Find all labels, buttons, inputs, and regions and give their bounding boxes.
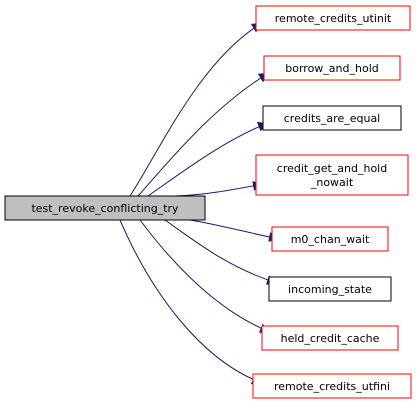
callee-node-label: credit_get_and_hold <box>277 162 387 175</box>
callee-node-label: incoming_state <box>288 283 372 296</box>
callee-node[interactable]: held_credit_cache <box>261 325 399 351</box>
callee-node-box <box>271 226 389 252</box>
callee-node-box <box>262 105 402 131</box>
callee-node[interactable]: borrow_and_hold <box>263 55 401 81</box>
call-edge <box>147 122 269 197</box>
callee-node-box <box>268 276 392 302</box>
callee-node-label: credits_are_equal <box>284 112 381 125</box>
callee-node[interactable]: remote_credits_utfini <box>252 373 412 399</box>
root-node[interactable]: test_revoke_conflicting_try <box>4 195 206 221</box>
callee-node-label: m0_chan_wait <box>291 233 370 246</box>
callee-node[interactable]: remote_credits_utinit <box>255 5 411 31</box>
callee-node-box <box>255 154 409 196</box>
call-edge <box>139 219 271 333</box>
call-edge <box>129 22 263 197</box>
callee-node-label: borrow_and_hold <box>285 62 378 75</box>
callee-node-label: _nowait <box>310 176 354 189</box>
call-edge <box>137 72 270 197</box>
callee-node-label: remote_credits_utinit <box>275 12 392 25</box>
callee-node-label: held_credit_cache <box>281 332 380 345</box>
call-edge <box>164 219 278 285</box>
call-edges <box>119 22 280 385</box>
callee-node-box <box>263 55 401 81</box>
callee-node-label: remote_credits_utfini <box>274 380 390 393</box>
root-node-label: test_revoke_conflicting_try <box>31 202 179 215</box>
call-edge <box>174 180 264 197</box>
callee-node[interactable]: m0_chan_wait <box>271 226 389 252</box>
callee-nodes: remote_credits_utinit borrow_and_holdcred… <box>252 5 412 399</box>
call-edge <box>189 219 280 242</box>
call-edge <box>119 219 263 385</box>
callee-node[interactable]: incoming_state <box>268 276 392 302</box>
callee-node-box <box>252 373 412 399</box>
callee-node[interactable]: credit_get_and_hold_nowait <box>255 154 409 196</box>
callee-node[interactable]: credits_are_equal <box>262 105 402 131</box>
callee-node-box <box>255 5 411 31</box>
callee-node-box <box>261 325 399 351</box>
